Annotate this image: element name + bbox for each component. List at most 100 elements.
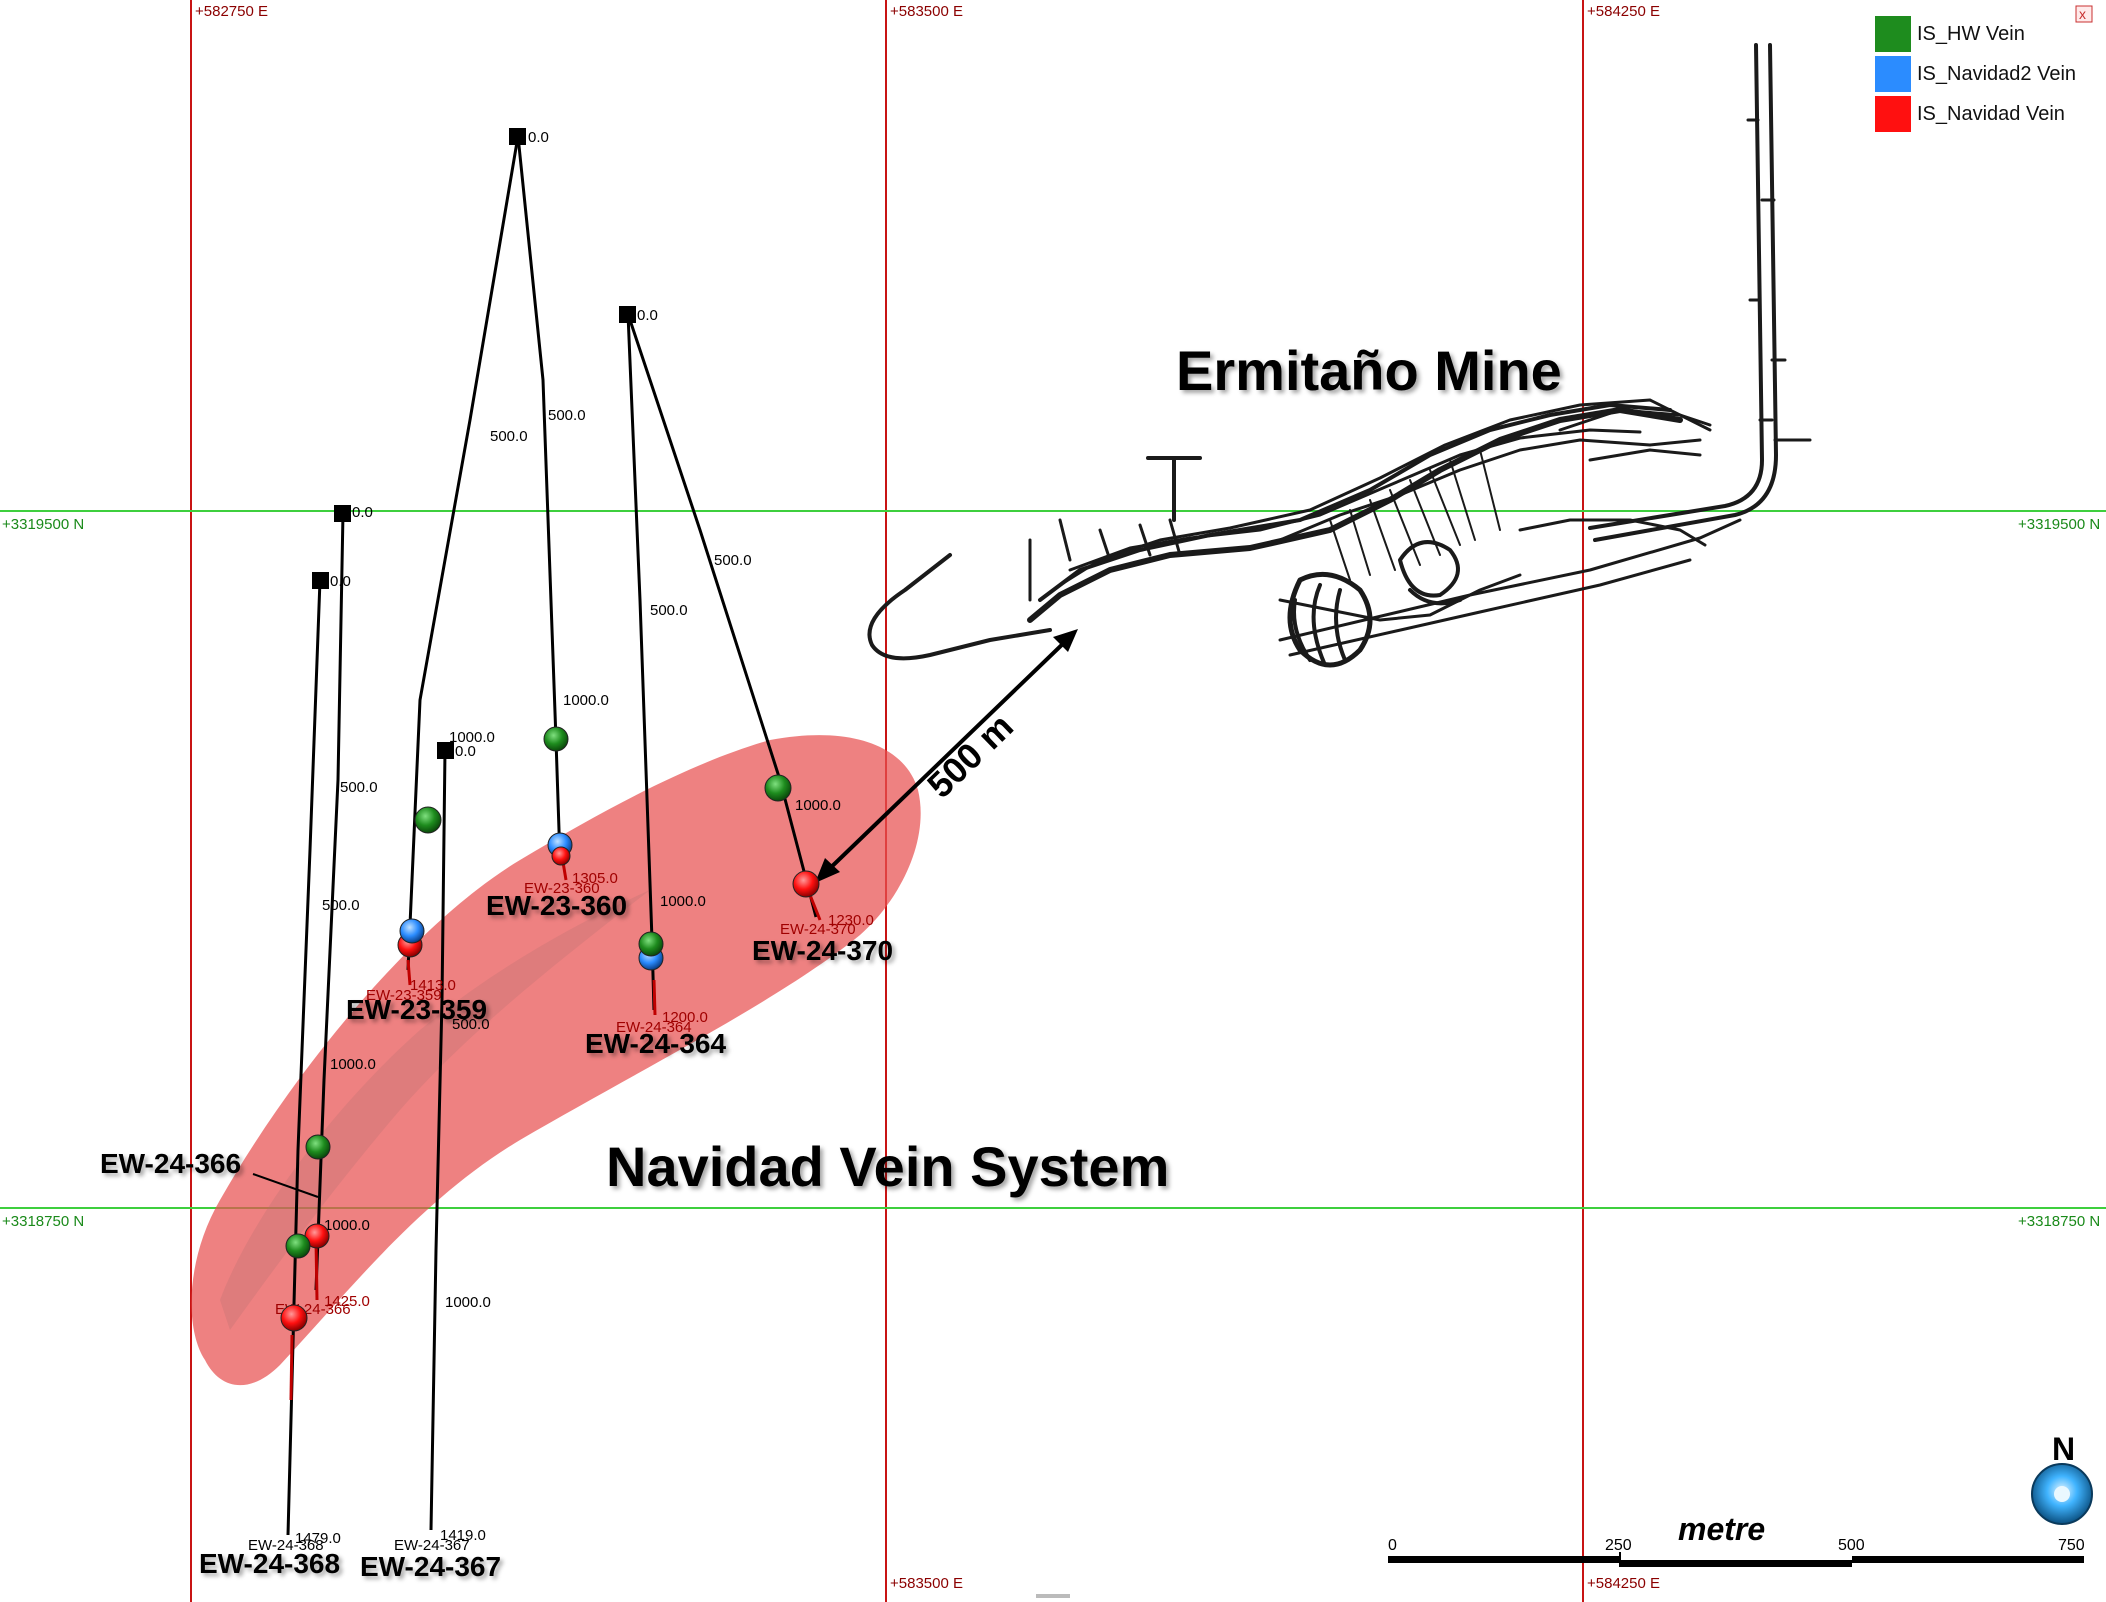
scale-tick-750: 750 <box>2058 1537 2085 1554</box>
navidad-intercept-370 <box>792 870 820 898</box>
legend-label-navidad: IS_Navidad Vein <box>1917 103 2065 125</box>
tail-359 <box>406 959 412 986</box>
tail-368 <box>289 1334 294 1401</box>
distance-arrowhead-top <box>1053 629 1078 652</box>
hw-intercept-370 <box>764 774 792 802</box>
collar-ew-24-364-370 <box>619 306 636 323</box>
scale-segment-3 <box>1852 1556 2084 1563</box>
legend: IS_HW Vein IS_Navidad2 Vein IS_Navidad V… <box>1875 16 2076 132</box>
depth-end-359: 1413.0 <box>410 977 456 994</box>
depth-end-368: 1479.0 <box>295 1530 341 1547</box>
depth-end-364: 1200.0 <box>662 1009 708 1026</box>
depth-0-366: 0.0 <box>330 573 351 590</box>
small-hole-labels: EW-23-360 EW-23-359 EW-24-370 EW-24-364 … <box>248 880 856 1554</box>
tail-366 <box>314 1239 319 1301</box>
scale-unit: metre <box>1678 1511 1765 1547</box>
close-icon[interactable] <box>2075 5 2093 23</box>
trace-ew-23-360 <box>516 135 562 861</box>
depth-labels: 0.0 0.0 0.0 0.0 0.0 500.0 500.0 500.0 50… <box>295 129 874 1547</box>
scale-segment-1 <box>1388 1556 1620 1563</box>
drift-dense <box>1329 449 1501 581</box>
easting-label-bottom-3: +584250 E <box>1587 1575 1660 1592</box>
hole-label-ew-23-359: EW-23-359 <box>346 994 487 1025</box>
haulage-3 <box>1518 518 1707 547</box>
hole-label-ew-23-360: EW-23-360 <box>486 890 627 921</box>
depth-1000-366: 1000.0 <box>324 1217 370 1234</box>
legend-close-button[interactable]: x <box>2075 5 2093 23</box>
hole-labels: EW-23-360 EW-24-370 EW-23-359 EW-24-364 … <box>100 890 893 1582</box>
easting-label-bottom-2: +583500 E <box>890 1575 963 1592</box>
small-label-360: EW-23-360 <box>524 880 600 897</box>
shaft-ticks <box>1746 118 1812 442</box>
hw-intercept-359 <box>414 806 442 834</box>
drift-main-4 <box>1068 428 1642 572</box>
depth-500-368: 500.0 <box>340 779 378 796</box>
depth-0-367: 0.0 <box>455 743 476 760</box>
trace-ew-24-370 <box>626 313 818 918</box>
hole-label-ew-24-370: EW-24-370 <box>752 935 893 966</box>
close-icon-glyph: x <box>2079 6 2086 22</box>
scale-segment-2 <box>1620 1560 1852 1567</box>
drift-main-2 <box>1038 403 1672 602</box>
depth-end-370: 1230.0 <box>828 912 874 929</box>
ramp-north-2 <box>1593 43 1778 542</box>
northing-label-right-2: +3318750 N <box>2018 1213 2100 1230</box>
hole-label-ew-24-367: EW-24-367 <box>360 1551 501 1582</box>
drift-loop <box>867 553 1052 661</box>
hole-label-ew-24-368: EW-24-368 <box>199 1548 340 1579</box>
depth-end-367: 1419.0 <box>440 1527 486 1544</box>
north-arrow: N <box>2031 1431 2093 1525</box>
haulage-2 <box>1288 558 1692 657</box>
easting-label-top-1: +582750 E <box>195 3 268 20</box>
depth-500-360: 500.0 <box>548 407 586 424</box>
resize-handle[interactable] <box>1036 1594 1070 1598</box>
drift-main-1 <box>1027 407 1683 623</box>
leader-ew-24-366 <box>252 1173 319 1198</box>
legend-label-hw: IS_HW Vein <box>1917 23 2025 45</box>
mine-workings <box>867 43 1812 668</box>
hw-intercept-360 <box>543 726 569 752</box>
navidad-intercept-368 <box>280 1304 308 1332</box>
hw-intercept-366 <box>305 1134 331 1160</box>
depth-1000-368: 1000.0 <box>330 1056 376 1073</box>
trace-ew-24-367 <box>429 749 447 1531</box>
grid-labels: +582750 E +583500 E +584250 E +583500 E … <box>2 3 2100 1592</box>
collar-ew-24-367 <box>437 742 454 759</box>
collar-ew-24-368 <box>334 505 351 522</box>
vent-t <box>1146 456 1202 522</box>
drift-lower <box>1278 573 1522 622</box>
collars <box>312 128 636 759</box>
easting-label-top-3: +584250 E <box>1587 3 1660 20</box>
depth-1000-364: 1000.0 <box>660 893 706 910</box>
easting-label-top-2: +583500 E <box>890 3 963 20</box>
scale-tick-500: 500 <box>1838 1537 1865 1554</box>
legend-swatch-navidad2 <box>1875 56 1911 92</box>
trace-ew-24-364 <box>626 313 656 1011</box>
mine-title: Ermitaño Mine <box>1176 339 1562 402</box>
drill-traces <box>286 135 818 1536</box>
stope-cluster-2 <box>1292 583 1347 667</box>
depth-0-364: 0.0 <box>637 307 658 324</box>
depth-end-360: 1305.0 <box>572 870 618 887</box>
navidad-intercept-360 <box>551 846 571 866</box>
haulage-1 <box>1278 518 1742 642</box>
scale-tick-0: 0 <box>1388 1537 1397 1554</box>
small-label-370: EW-24-370 <box>780 921 856 938</box>
depth-500-367: 500.0 <box>452 1016 490 1033</box>
drift-west <box>1028 518 1182 602</box>
trace-ew-23-359 <box>406 135 520 971</box>
depth-1000-370: 1000.0 <box>795 797 841 814</box>
small-label-367: EW-24-367 <box>394 1537 470 1554</box>
hw-intercept-364 <box>638 931 664 957</box>
vein-system-title: Navidad Vein System <box>606 1135 1169 1198</box>
small-label-368: EW-24-368 <box>248 1537 324 1554</box>
stope-cluster-1 <box>1287 571 1373 668</box>
northing-label-right-1: +3319500 N <box>2018 516 2100 533</box>
legend-label-navidad2: IS_Navidad2 Vein <box>1917 63 2076 85</box>
northing-label-left-1: +3319500 N <box>2 516 84 533</box>
depth-0-368: 0.0 <box>352 504 373 521</box>
depth-500-364: 500.0 <box>650 602 688 619</box>
hw-intercept-368 <box>285 1233 311 1259</box>
